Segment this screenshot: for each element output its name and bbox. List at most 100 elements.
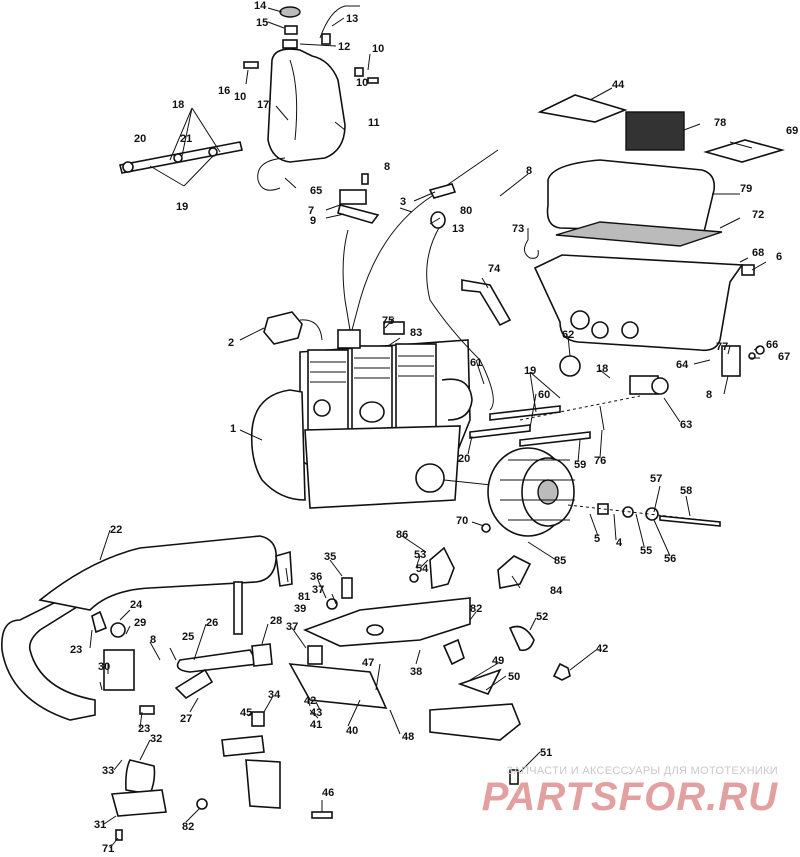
- callout-73: 73: [512, 223, 524, 235]
- watermark: ЗАПЧАСТИ И АКСЕССУАРЫ ДЛЯ МОТОТЕХНИКИ PA…: [482, 765, 778, 817]
- callout-27: 27: [180, 713, 192, 725]
- callout-58: 58: [680, 485, 692, 497]
- callout-7: 7: [308, 205, 314, 217]
- callout-10: 10: [372, 43, 384, 55]
- callout-24: 24: [130, 599, 143, 611]
- callout-83: 83: [410, 327, 422, 339]
- leader-lines: [89, 7, 767, 849]
- callout-82: 82: [182, 821, 194, 833]
- drive-clutch: [469, 375, 721, 537]
- callout-43: 43: [310, 707, 322, 719]
- callout-57: 57: [650, 473, 662, 485]
- callout-30: 30: [98, 661, 110, 673]
- callout-75: 75: [382, 315, 394, 327]
- callout-80: 80: [460, 205, 472, 217]
- callout-5: 5: [594, 533, 600, 545]
- callout-69: 69: [786, 125, 798, 137]
- callout-9: 9: [310, 215, 316, 227]
- engine-block: [250, 311, 521, 509]
- airbox-assembly: [461, 94, 785, 377]
- callout-39: 39: [294, 603, 306, 615]
- callout-15: 15: [256, 17, 268, 29]
- callout-59: 59: [574, 459, 586, 471]
- callout-labels: 14 15 13 12 10 16 10 10 17 11 18 20 21 1…: [70, 0, 798, 855]
- callout-4: 4: [616, 537, 623, 549]
- callout-16: 16: [218, 85, 230, 97]
- callout-25: 25: [182, 631, 194, 643]
- callout-8: 8: [384, 161, 390, 173]
- callout-13: 13: [346, 13, 358, 25]
- callout-3: 3: [400, 196, 406, 208]
- callout-42: 42: [596, 643, 608, 655]
- callout-10: 10: [234, 91, 246, 103]
- callout-82: 82: [470, 603, 482, 615]
- callout-18: 18: [596, 363, 608, 375]
- callout-42: 42: [304, 695, 316, 707]
- callout-12: 12: [338, 41, 350, 53]
- callout-37: 37: [312, 584, 324, 596]
- callout-67: 67: [778, 351, 790, 363]
- callout-64: 64: [676, 359, 689, 371]
- callout-78: 78: [714, 117, 726, 129]
- callout-62: 62: [562, 329, 574, 341]
- callout-68: 68: [752, 247, 764, 259]
- callout-46: 46: [322, 787, 334, 799]
- callout-8: 8: [526, 165, 532, 177]
- callout-52: 52: [536, 611, 548, 623]
- cables: [342, 149, 499, 411]
- callout-47: 47: [362, 657, 374, 669]
- callout-2: 2: [228, 337, 234, 349]
- oil-tank-assembly: [119, 5, 380, 224]
- callout-23: 23: [70, 644, 82, 656]
- callout-66: 66: [766, 339, 778, 351]
- callout-63: 63: [680, 419, 692, 431]
- callout-60: 60: [538, 389, 550, 401]
- callout-36: 36: [310, 571, 322, 583]
- callout-44: 44: [612, 79, 625, 91]
- callout-34: 34: [268, 689, 281, 701]
- callout-51: 51: [540, 747, 552, 759]
- callout-18: 18: [172, 99, 184, 111]
- callout-86: 86: [396, 529, 408, 541]
- callout-13: 13: [452, 223, 464, 235]
- callout-65: 65: [310, 185, 322, 197]
- engine-mounts: [288, 523, 571, 785]
- callout-79: 79: [740, 183, 752, 195]
- callout-26: 26: [206, 617, 218, 629]
- callout-35: 35: [324, 551, 336, 563]
- callout-50: 50: [508, 671, 520, 683]
- callout-76: 76: [594, 455, 606, 467]
- callout-33: 33: [102, 765, 114, 777]
- callout-49: 49: [492, 655, 504, 667]
- callout-48: 48: [402, 731, 414, 743]
- callout-85: 85: [554, 555, 566, 567]
- callout-37: 37: [286, 621, 298, 633]
- callout-54: 54: [416, 563, 429, 575]
- callout-28: 28: [270, 615, 282, 627]
- callout-19: 19: [524, 365, 536, 377]
- callout-81: 81: [298, 591, 310, 603]
- callout-31: 31: [94, 819, 106, 831]
- callout-14: 14: [254, 0, 267, 12]
- callout-8: 8: [150, 634, 156, 646]
- callout-21: 21: [180, 133, 192, 145]
- callout-8: 8: [706, 389, 712, 401]
- callout-84: 84: [550, 585, 563, 597]
- callout-38: 38: [410, 666, 422, 678]
- callout-10: 10: [356, 77, 368, 89]
- callout-74: 74: [488, 263, 501, 275]
- callout-19: 19: [176, 201, 188, 213]
- callout-20: 20: [458, 453, 470, 465]
- callout-53: 53: [414, 549, 426, 561]
- callout-23: 23: [138, 723, 150, 735]
- callout-45: 45: [240, 707, 252, 719]
- exhaust-system: [1, 535, 293, 721]
- callout-11: 11: [368, 117, 380, 129]
- lower-brackets: [110, 711, 333, 841]
- callout-40: 40: [346, 725, 358, 737]
- watermark-caption: ЗАПЧАСТИ И АКСЕССУАРЫ ДЛЯ МОТОТЕХНИКИ: [506, 765, 778, 777]
- callout-61: 61: [470, 357, 482, 369]
- callout-71: 71: [102, 843, 114, 855]
- callout-77: 77: [716, 341, 728, 353]
